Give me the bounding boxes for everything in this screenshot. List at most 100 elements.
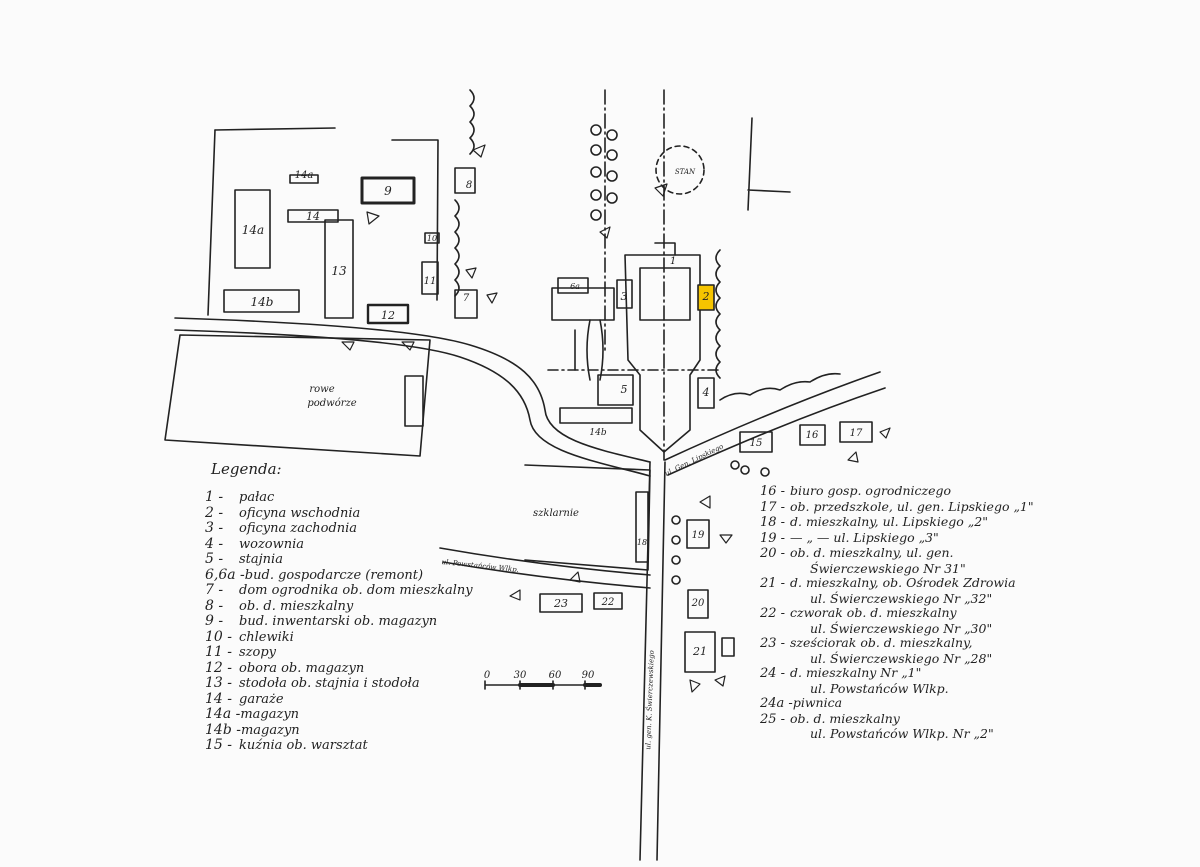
scale-tick-30: 30 <box>514 670 527 681</box>
scale-tick-0: 0 <box>484 670 491 681</box>
palace-body <box>639 242 691 321</box>
building-6 <box>551 287 615 321</box>
legend-item-number: 23 - <box>760 636 786 651</box>
tree-avenue <box>590 124 770 585</box>
legend-item-number: 12 - <box>205 659 232 676</box>
main-road-south-edge <box>174 329 651 477</box>
legend-item: Świerczewskiego Nr 31" <box>760 561 1060 577</box>
legend-item-number: 21 - <box>760 576 786 591</box>
legend-item: 19 -— „ — ul. Lipskiego „3" <box>760 529 1060 547</box>
label-building-6a: 6a <box>570 282 580 291</box>
label-building-20: 18 <box>637 538 647 547</box>
building-22 <box>687 589 709 619</box>
label-building-22: 20 <box>691 598 705 609</box>
label-building-14: 14 <box>306 210 320 223</box>
legend-item-number: 1 - <box>205 489 224 505</box>
legend-item: 17 -ob. przedszkole, ul. gen. Lipskiego … <box>760 499 1060 516</box>
legend-item: 10 -chlewiki <box>205 629 485 646</box>
legend-item-text: garaże <box>239 691 284 707</box>
legend-item-text: szopy <box>239 645 277 660</box>
legend-item: 20 - ob. d. mieszkalny, ul. gen. <box>760 545 1060 562</box>
legend-item: 3 -oficyna zachodnia <box>205 520 485 537</box>
scale-tick-60: 60 <box>549 670 562 681</box>
legend-item-text: biuro gosp. ogrodniczego <box>790 483 952 498</box>
label-building-23: 21 <box>692 645 707 658</box>
building-6a <box>557 277 589 294</box>
building-14a <box>234 189 271 269</box>
building-4 <box>697 377 715 409</box>
legend-item-text: stajnia <box>239 552 283 567</box>
legend-item-text: — „ — ul. Lipskiego „3" <box>790 529 939 545</box>
label-building-9: 9 <box>384 184 392 198</box>
palace-park-outline <box>624 254 701 453</box>
building-19 <box>839 421 873 443</box>
legend-item-number: 8 - <box>205 597 224 614</box>
legend-item-text: czworak ob. d. mieszkalny <box>790 605 957 620</box>
label-lipskiego-street: ul. Gen. Lipskiego <box>664 443 725 478</box>
label-building-12: 12 <box>381 309 395 322</box>
yard-boundary <box>391 139 439 301</box>
building-15a <box>404 375 424 427</box>
label-building-11: 11 <box>424 276 437 287</box>
building-18 <box>799 424 826 446</box>
legend-item-text: oficyna zachodnia <box>239 521 358 536</box>
legend-item-number: 9 - <box>205 613 224 629</box>
legend-item: 7 -dom ogrodnika ob. dom mieszkalny <box>205 582 485 599</box>
legend-item: 11 - szopy <box>205 644 485 661</box>
building-23 <box>684 631 716 673</box>
north-arrow <box>747 117 791 211</box>
garden-path <box>574 319 604 381</box>
legend-item: 16 - biuro gosp. ogrodniczego <box>760 483 1060 500</box>
label-building-4: 4 <box>702 386 710 399</box>
legend-item: 2 -oficyna wschodnia <box>205 505 485 522</box>
legend-item-text: d. mieszkalny, ob. Ośrodek Zdrowia <box>790 575 1016 590</box>
legend-item: 14a -magazyn <box>205 706 485 723</box>
building-24a <box>721 637 735 657</box>
legend-item: 1 - pałac <box>205 489 485 506</box>
label-building-13: 13 <box>331 264 347 278</box>
label-farmyard-1: rowe <box>309 384 334 395</box>
legend-item: ul. Świerczewskiego Nr „30" <box>760 620 1060 637</box>
legend-item-text: wozownia <box>239 536 305 552</box>
legend-item-number: 11 - <box>205 644 232 660</box>
legend-item-number: 19 - <box>760 530 786 546</box>
building-9 <box>360 176 416 205</box>
label-building-25: 23 <box>553 597 568 610</box>
legend-item-text: piwnica <box>792 695 843 710</box>
legend-item-text: ob. d. mieszkalny, ul. gen. <box>790 545 954 560</box>
label-farmyard-2: podwórze <box>307 398 356 409</box>
legend-item-text: bud. inwentarski ob. magazyn <box>239 614 438 629</box>
legend-item: 14b -magazyn <box>205 722 485 739</box>
legend-title: Legenda: <box>211 460 282 478</box>
legend-item: 12 -obora ob. magazyn <box>205 659 485 677</box>
building-25 <box>539 593 583 613</box>
building-12 <box>366 303 410 325</box>
label-building-7: 7 <box>463 293 470 304</box>
legend-item-number: 16 - <box>760 484 786 499</box>
tree-row-north <box>469 89 475 155</box>
legend-item-number: 20 - <box>760 546 786 561</box>
label-stan: STAN <box>675 168 696 176</box>
label-swierczewskiego-street: ul. gen. K. Świerczewskiego <box>643 650 655 750</box>
label-building-2: 2 <box>702 290 710 303</box>
legend-item: 18 -d. mieszkalny, ul. Lipskiego „2" <box>760 514 1060 531</box>
legend-item: 8 -ob. d. mieszkalny <box>205 597 485 615</box>
legend-item-number: 5 - <box>205 551 224 567</box>
legend-item-text: ul. Świerczewskiego Nr „30" <box>810 620 993 636</box>
legend-item-number: 22 - <box>760 606 786 621</box>
legend-item-number: 18 - <box>760 515 786 530</box>
legend-item-number: 24 - <box>760 666 786 681</box>
legend-item-text: sześciorak ob. d. mieszkalny, <box>790 635 973 650</box>
building-14b <box>223 289 300 313</box>
legend-item-text: magazyn <box>240 707 300 722</box>
legend-item-text: oficyna wschodnia <box>239 505 361 521</box>
building-14 <box>287 209 339 223</box>
building-8 <box>454 167 476 194</box>
legend-item: ul. Świerczewskiego Nr „28" <box>760 651 1060 667</box>
tree-row-east <box>715 249 721 379</box>
legend-item-text: pałac <box>239 490 275 505</box>
legend-item-number: 17 - <box>760 499 786 515</box>
